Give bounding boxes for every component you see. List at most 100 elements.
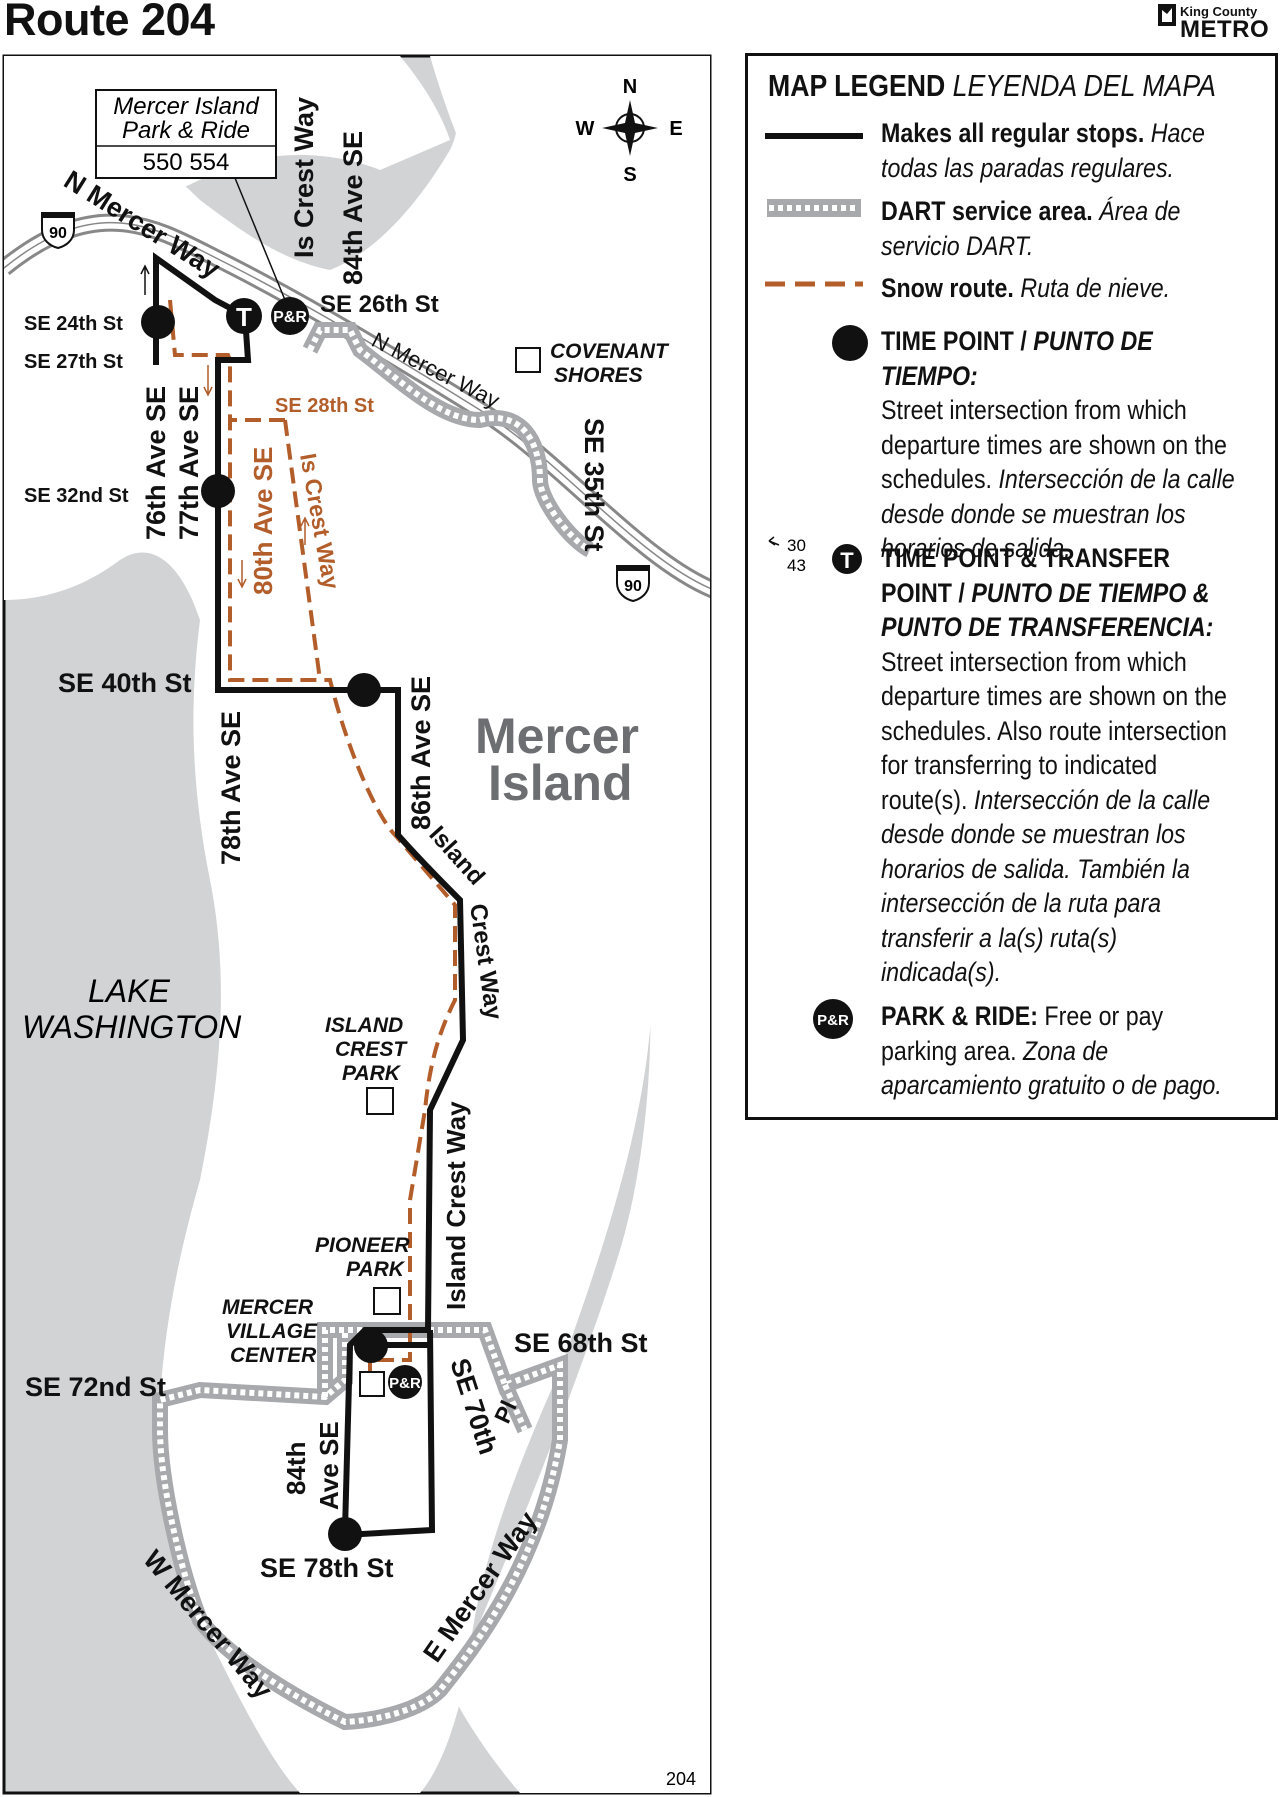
brand-line-1: King County [1180,4,1258,19]
legend-item-dart: DART service area. Área de servicio DART… [881,194,1242,263]
label-icp-2: CREST [335,1038,408,1061]
park-ride-name-1: Mercer Island [113,93,259,120]
park-ride-marker-north-label: P&R [273,309,307,326]
legend-transfer-letter: T [840,548,854,573]
map-legend: MAP LEGEND LEYENDA DEL MAPA Makes all re… [745,53,1278,1120]
compass-rose-icon: N S W E [576,76,683,186]
legend-transfer-desc: Street intersection from which departure… [881,646,1227,815]
page-title: Route 204 [4,0,215,45]
legend-dart-symbol [767,199,861,217]
park-ride-marker-south [388,1365,422,1399]
compass-e: E [669,118,682,140]
legend-item-transfer: TIME POINT & TRANSFER POINT / PUNTO DE T… [881,541,1242,990]
label-island-crest-3: Island Crest Way [441,1101,471,1310]
transfer-point [226,298,262,334]
i90-shield-label-2: 90 [624,578,642,595]
label-se-27th: SE 27th St [24,351,123,373]
legend-item-snow: Snow route. Ruta de nieve. [881,271,1242,306]
park-ride-marker-south-label: P&R [389,1375,421,1392]
legend-transfer-route-30: 30 [787,536,806,555]
park-ride-marker-north [271,297,309,335]
legend-route-en: Makes all regular stops. [881,118,1145,148]
i90-shield-icon-2: 90 [616,565,650,603]
brand-line-2: METRO [1180,16,1270,43]
label-78th-ave: 78th Ave SE [216,711,246,865]
legend-route-line-symbol [765,133,863,139]
label-se-26th: SE 26th St [320,291,439,318]
label-is-crest-way-top: Is Crest Way [289,97,319,258]
compass-w: W [576,118,595,140]
dart-service-area-south [152,1322,568,1731]
label-mvc-3: CENTER [230,1344,317,1367]
label-se-28th: SE 28th St [275,395,374,417]
mercer-village-square [359,1371,385,1397]
label-se-72nd: SE 72nd St [25,1372,166,1402]
i90-shield-label: 90 [49,225,67,242]
label-island-name-2: Island [488,755,632,811]
label-covenant-2: SHORES [554,364,643,387]
label-84th-bottom-1: 84th [281,1442,311,1495]
legend-transfer-en: TIME POINT & TRANSFER POINT / [881,543,1170,608]
time-point-se78 [328,1517,362,1551]
park-ride-name-2: Park & Ride [122,117,250,144]
route-map: Mercer Island Park & Ride 550 554 T P&R … [2,54,712,1795]
legend-snow-symbol [765,281,863,287]
legend-item-time-point: TIME POINT / PUNTO DE TIEMPO: Street int… [881,324,1242,566]
legend-transfer-es-head: PUNTO DE TIEMPO & PUNTO DE TRANSFERENCIA… [881,577,1214,643]
king-county-metro-logo: King County METRO [1154,2,1274,44]
snow-arrow-down-icon-2 [237,560,247,589]
legend-pr-desc-es: Zona de aparcamiento gratuito o de pago. [881,1035,1222,1101]
legend-tp-es-head: PUNTO DE TIEMPO: [881,326,1153,391]
legend-transfer-symbol: 30 43 T [768,536,862,575]
legend-tp-en: TIME POINT / [881,326,1034,356]
legend-transfer-route-43: 43 [787,556,806,575]
label-island-name-1: Mercer [475,708,639,764]
legend-tp-desc-es: Intersección de la calle desde donde se … [881,464,1235,563]
page-number: 204 [666,1769,696,1789]
time-point-mercer-village [354,1329,388,1363]
label-covenant-1: COVENANT [550,340,670,363]
arrow-up-icon [140,264,150,295]
label-icp-3: PARK [342,1062,402,1085]
legend-pr-en: PARK & RIDE: [881,1001,1038,1031]
pioneer-park-square [373,1287,401,1315]
label-lake-1: LAKE [88,973,170,1009]
label-icp-1: ISLAND [325,1014,403,1037]
legend-park-ride-text: P&R [817,1012,849,1029]
label-80th-ave: 80th Ave SE [248,447,278,595]
label-se-24th: SE 24th St [24,313,123,335]
snow-route-line [168,299,457,1390]
legend-pr-desc: Free or pay parking area. [881,1001,1164,1066]
i90-shield-icon: 90 [41,212,75,250]
park-ride-pointer [234,177,286,301]
legend-route-es: Hace todas las paradas regulares. [881,118,1205,183]
label-se-40th: SE 40th St [58,668,192,698]
legend-transfer-desc-es: Intersección de la calle desde donde se … [881,784,1211,988]
compass-s: S [623,164,636,186]
legend-heading: MAP LEGEND LEYENDA DEL MAPA [768,68,1216,104]
label-pioneer-1: PIONEER [315,1234,410,1257]
label-mvc-2: VILLAGE [226,1320,318,1343]
park-ride-box [95,89,277,179]
legend-snow-en: Snow route. [881,273,1014,303]
label-mvc-1: MERCER [222,1296,314,1319]
time-point-se40 [347,673,381,707]
legend-dart-en: DART service area. [881,196,1093,226]
legend-time-point-symbol [832,325,868,361]
legend-item-route: Makes all regular stops. Hace todas las … [881,116,1242,185]
legend-tp-desc: Street intersection from which departure… [881,395,1227,494]
dart-service-area-north [302,322,595,558]
label-84th-bottom-2: Ave SE [314,1421,344,1510]
label-77th-ave: 77th Ave SE [174,386,204,540]
time-point-se24 [141,305,175,339]
legend-dart-es: Área de servicio DART. [881,196,1181,261]
label-se-68th: SE 68th St [514,1328,648,1358]
king-county-crown-icon [1158,4,1176,26]
time-point-se32 [201,474,235,508]
label-86th-ave: 86th Ave SE [406,676,436,830]
island-crest-park-square [366,1087,394,1115]
label-84th-ave-top: 84th Ave SE [338,131,368,285]
legend-heading-en: MAP LEGEND [768,68,946,103]
legend-snow-es: Ruta de nieve. [1020,273,1171,303]
transfer-point-letter: T [236,302,252,332]
